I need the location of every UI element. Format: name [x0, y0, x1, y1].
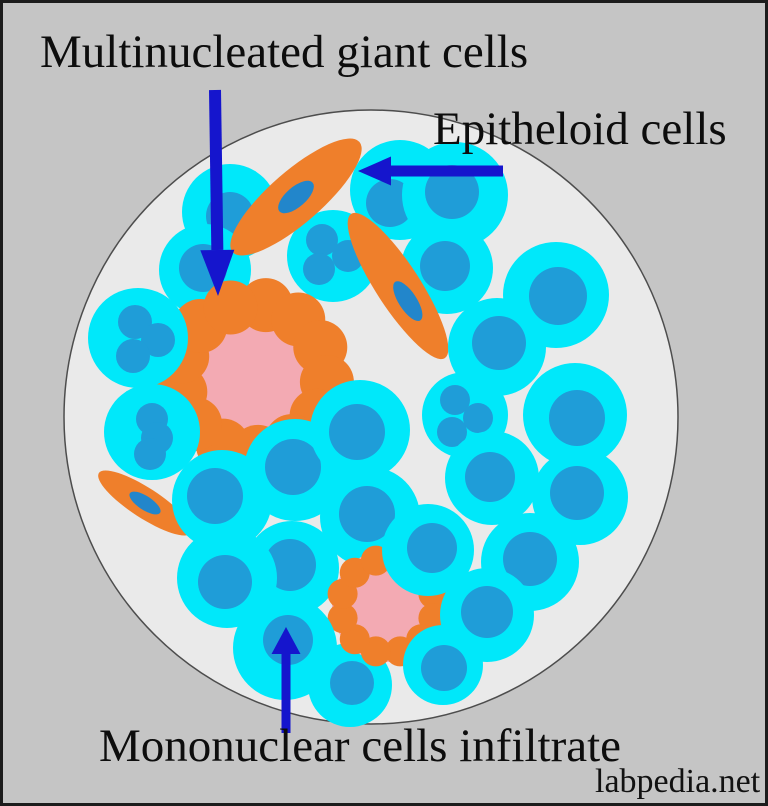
granuloma-diagram [63, 89, 679, 733]
mononuclear-cell-trilobed [88, 288, 188, 388]
cell-nucleus [198, 555, 252, 609]
label-multinucleated-giant-cells: Multinucleated giant cells [40, 26, 529, 78]
cell-nucleus [187, 468, 243, 524]
giant-cell-arrow [200, 89, 235, 296]
mononuclear-cell [523, 363, 627, 467]
spindle-nucleus [278, 180, 314, 214]
cell-nucleus [550, 466, 604, 520]
epitheloid-cell [230, 138, 362, 256]
cell-nucleus [529, 267, 587, 325]
cell-nucleus [472, 316, 526, 370]
epitheloid-cell [98, 470, 192, 536]
cell-nucleus [503, 532, 557, 586]
mononuclear-cell [310, 380, 410, 480]
giant-cell-peripheral-nucleus [203, 280, 258, 335]
giant-cell-peripheral-nucleus [327, 603, 358, 634]
cell-nucleus-lobe [440, 385, 470, 415]
watermark-labpedia-net: labpedia.net [595, 763, 761, 800]
cell-nucleus [339, 486, 395, 542]
label-mononuclear-cells-infiltrate: Mononuclear cells infiltrate [99, 720, 622, 772]
cell-nucleus [265, 439, 321, 495]
cell-nucleus-lobe [306, 224, 338, 256]
mononuclear-cell [382, 504, 474, 596]
cell-nucleus [549, 390, 605, 446]
cell-nucleus [407, 523, 457, 573]
arrow-shaft [209, 89, 224, 251]
cell-nucleus [330, 661, 374, 705]
arrow-head [200, 249, 235, 296]
cell-nucleus [420, 241, 470, 291]
cell-nucleus [461, 586, 513, 638]
epitheloid-cell [347, 212, 449, 360]
cell-nucleus-lobe [303, 253, 335, 285]
cell-nucleus-lobe [141, 323, 175, 357]
cell-nucleus-lobe [118, 305, 152, 339]
cell-nucleus-lobe [116, 339, 150, 373]
arrow-head [271, 627, 301, 654]
cell-nucleus [366, 179, 414, 227]
mononuclear-cell-trilobed [104, 384, 200, 480]
cell-nucleus-lobe [437, 417, 467, 447]
mononuclear-cell [177, 528, 277, 628]
cell-nucleus-lobe [463, 403, 493, 433]
mononuclear-cell [445, 431, 539, 525]
mononuclear-cell-trilobed [287, 210, 379, 302]
mononuclear-cell [403, 625, 483, 705]
mononuclear-cell [448, 298, 546, 396]
cell-nucleus [329, 404, 385, 460]
cell-nucleus [425, 165, 479, 219]
cell-nucleus [421, 645, 467, 691]
spindle-nucleus [393, 281, 423, 321]
mononuclear-arrow [271, 627, 301, 733]
spindle-nucleus [129, 491, 161, 515]
cell-nucleus-lobe [134, 438, 166, 470]
cell-nucleus [465, 452, 515, 502]
arrow-head [358, 156, 391, 186]
label-epitheloid-cells: Epitheloid cells [433, 103, 727, 155]
epitheloid-arrow [358, 156, 503, 186]
